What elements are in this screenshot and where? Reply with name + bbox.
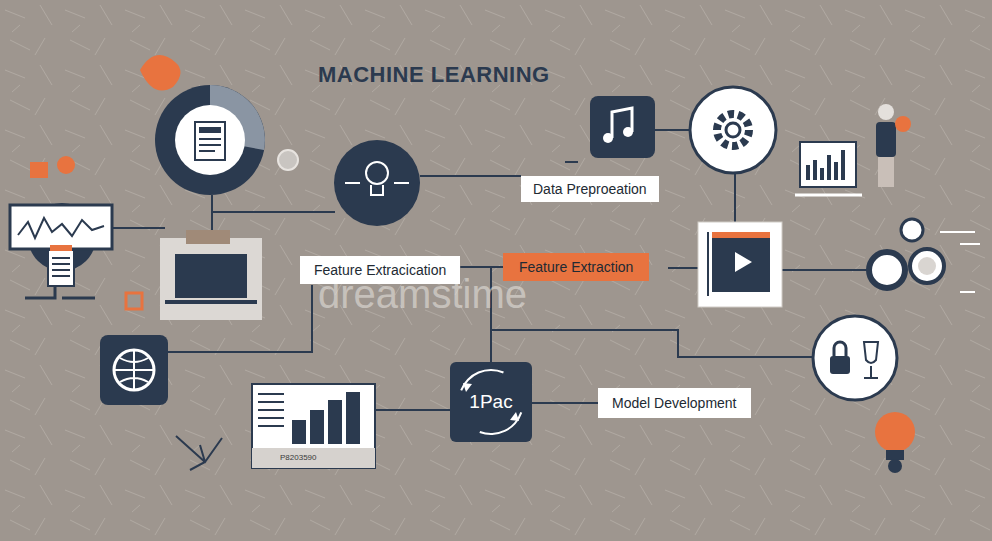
video-panel — [698, 222, 782, 307]
right-circles — [869, 219, 980, 292]
process-box: Data Preproeation — [521, 176, 659, 202]
node-text: 1Pac — [469, 391, 512, 413]
bulb-icon — [334, 140, 420, 226]
bar-panel — [252, 384, 375, 468]
process-box: Feature Extracication — [300, 256, 460, 284]
node-text: Feature Extracication — [314, 262, 446, 278]
person-figure — [876, 104, 911, 187]
chart-caption: P8203590 — [280, 453, 316, 462]
small-square — [126, 293, 142, 309]
node-text: Model Development — [612, 395, 737, 411]
globe-icon — [100, 335, 168, 405]
highlight-box: Feature Extraction — [503, 253, 649, 281]
pie-icon — [155, 85, 265, 195]
laptop — [160, 230, 262, 320]
orange-blob — [140, 55, 181, 90]
icon-box: 1Pac — [450, 362, 532, 442]
left-monitor — [10, 156, 112, 298]
process-box: Model Development — [598, 388, 751, 418]
connector — [532, 402, 598, 404]
title: MACHINE LEARNING — [318, 62, 550, 88]
node-text: Feature Extraction — [519, 259, 633, 275]
gear-icon — [690, 87, 776, 173]
monitor-chart — [795, 142, 862, 195]
lock-icon — [813, 316, 897, 400]
node-text: Data Preproeation — [533, 181, 647, 197]
dot — [278, 150, 298, 170]
network-icon — [176, 436, 222, 470]
music-icon — [590, 96, 655, 158]
orange-bulb — [875, 412, 915, 473]
